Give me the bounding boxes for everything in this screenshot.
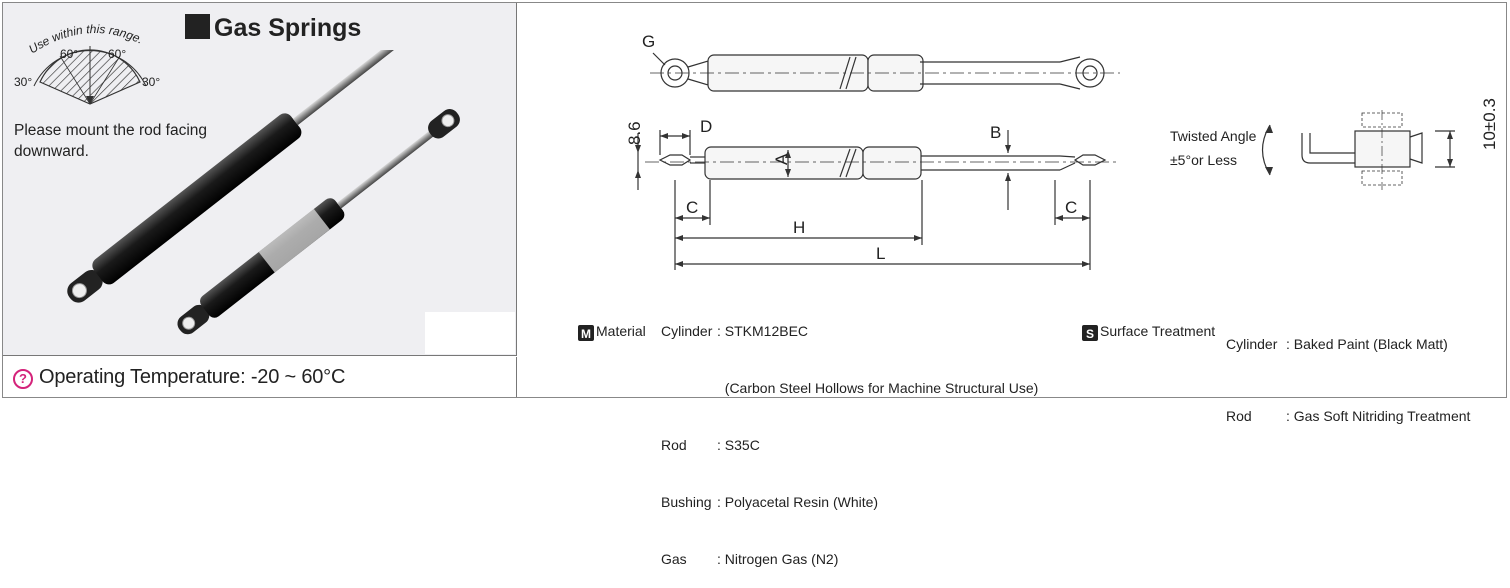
material-rows: Cylinder: STKM12BEC (Carbon Steel Hollow… <box>661 284 1038 588</box>
dim-height: 10±0.3 <box>1480 98 1499 150</box>
dim-thickness: 8.6 <box>625 121 644 145</box>
material-label: Material <box>596 323 646 339</box>
material-value: : Polyacetal Resin (White) <box>717 494 879 510</box>
surface-icon: S <box>1082 325 1098 341</box>
dim-b: B <box>990 123 1001 142</box>
surface-label: Surface Treatment <box>1100 323 1216 339</box>
material-value: : S35C <box>717 437 760 453</box>
surface-rows: Cylinder : Baked Paint (Black Matt) Rod : … <box>1226 284 1470 452</box>
page-frame <box>2 2 1507 398</box>
twisted-angle-line1: Twisted Angle <box>1170 128 1257 144</box>
material-part: Gas <box>661 551 687 567</box>
mounting-range-diagram: Use within this range. 60° 60° 30° 30° <box>14 22 160 105</box>
material-part: Rod <box>661 437 687 453</box>
material-value: (Carbon Steel Hollows for Machine Struct… <box>717 380 1039 396</box>
dim-c-right: C <box>1065 198 1077 217</box>
thermometer-icon: ? <box>13 369 33 389</box>
material-part: Cylinder <box>661 323 713 339</box>
material-part: Bushing <box>661 494 712 510</box>
mount-note: Please mount the rod facing downward. <box>14 122 208 160</box>
angle-left-inner: 60° <box>60 47 78 61</box>
material-value: : Nitrogen Gas (N2) <box>717 551 839 567</box>
dim-c-left: C <box>686 198 698 217</box>
surface-value: : Baked Paint (Black Matt) <box>1286 336 1448 352</box>
angle-left-outer: 30° <box>14 75 32 89</box>
material-value: : STKM12BEC <box>717 323 809 339</box>
dim-l: L <box>876 244 885 263</box>
gas-spring-photo <box>67 50 460 335</box>
title-text: Gas Springs <box>214 14 362 42</box>
page-title: Gas Springs <box>185 14 361 43</box>
operating-temperature: Operating Temperature: -20 ~ 60°C <box>39 366 346 388</box>
angle-right-outer: 30° <box>142 75 160 89</box>
dim-h: H <box>793 218 805 237</box>
dim-a: A <box>772 153 791 165</box>
temperature-row <box>3 357 517 397</box>
technical-drawing: G D B A 8.6 C C H L 10±0.3 Twisted Angle… <box>625 32 1499 270</box>
surface-value: : Gas Soft Nitriding Treatment <box>1286 408 1471 424</box>
photo-white-patch <box>425 312 515 354</box>
twisted-angle-line2: ±5°or Less <box>1170 152 1237 168</box>
dim-g: G <box>642 32 655 51</box>
surface-part: Rod <box>1226 408 1252 424</box>
material-icon: M <box>578 325 594 341</box>
angle-right-inner: 60° <box>108 47 126 61</box>
surface-part: Cylinder <box>1226 336 1278 352</box>
title-square-icon <box>185 14 210 39</box>
dim-d: D <box>700 117 712 136</box>
